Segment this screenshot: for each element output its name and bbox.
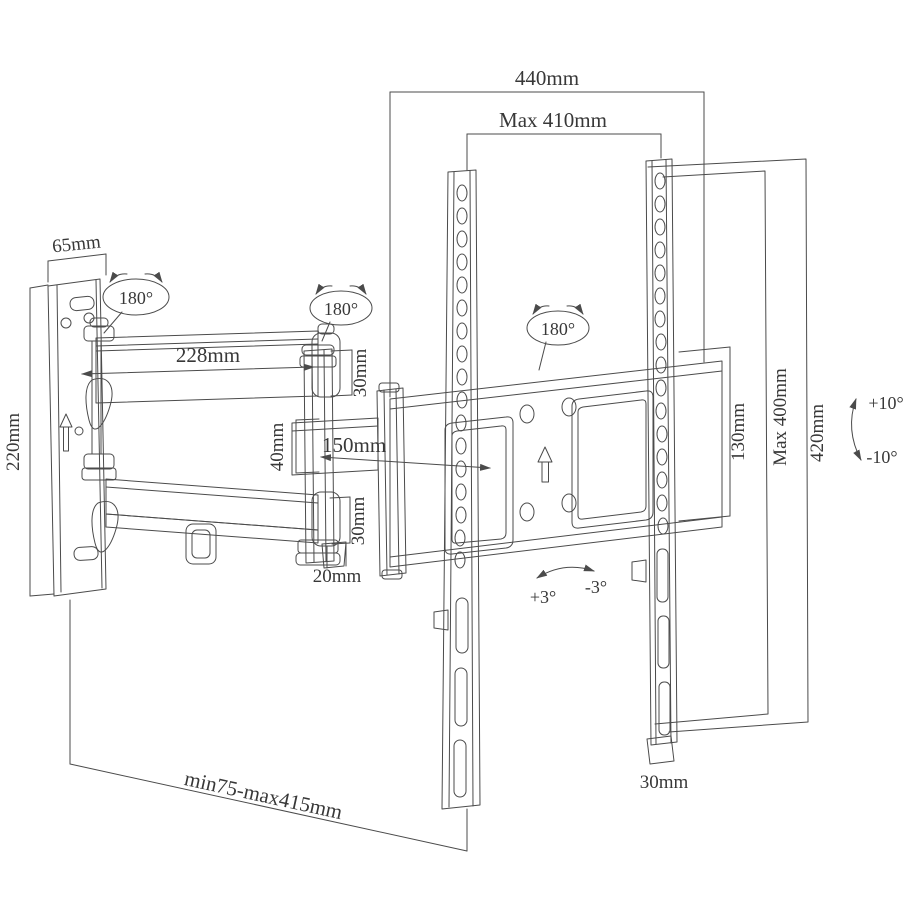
dim-wall-plate-height-lines	[29, 284, 55, 597]
dim-max-vesa-width-lines	[466, 133, 662, 171]
dim-wall-plate-height: 220mm	[3, 413, 24, 471]
cable-clip-hook	[185, 523, 217, 565]
label-swivel-plate: 180°	[541, 319, 575, 339]
dim-upper-arm-end-height: 30mm	[350, 349, 371, 398]
dim-extension-length: 150mm	[322, 433, 386, 457]
keyhole-cutout-upper	[85, 378, 113, 430]
plate-hole	[561, 397, 577, 417]
dim-rail-height-box	[647, 158, 809, 733]
swivel-annotations: 180° 180° 180°	[102, 271, 590, 371]
plate-hole	[519, 502, 535, 522]
right-tv-rail	[631, 158, 678, 765]
dim-lower-arm-end-height: 30mm	[348, 497, 369, 546]
left-rail-holes	[454, 184, 468, 569]
dim-wall-plate-width-lines	[47, 253, 107, 283]
tv-bracket-edge	[376, 382, 407, 580]
dim-extension-range: min75-max415mm	[182, 766, 344, 824]
dim-link-height: 40mm	[267, 423, 288, 472]
dim-arm-length-line	[81, 363, 315, 378]
dim-overall-width-lines	[389, 91, 705, 398]
dim-arm-length: 228mm	[176, 343, 240, 367]
swivel-wall-annotation	[102, 271, 170, 334]
hinge-cap-top	[89, 317, 109, 328]
dim-max-vesa-height: Max 400mm	[770, 368, 791, 466]
dim-rail-bottom-width: 30mm	[640, 772, 689, 793]
dim-foot-width-lines	[326, 543, 347, 569]
label-level-minus: -3°	[585, 577, 607, 597]
left-rail-slot	[454, 667, 468, 727]
dim-max-vesa-height-box	[654, 170, 769, 725]
label-swivel-wall: 180°	[119, 288, 153, 308]
keyhole-cutout-lower	[91, 501, 119, 553]
rail-bottom-tab	[646, 735, 675, 765]
right-rail-hook	[631, 559, 647, 583]
label-tilt-down: -10°	[866, 447, 897, 467]
up-arrow-wall-plate	[59, 413, 73, 452]
wall-plate	[47, 278, 119, 597]
up-arrow-plate	[537, 446, 553, 483]
lower-arm	[105, 478, 347, 569]
plate-hole	[519, 404, 535, 424]
wall-slot-top	[69, 295, 95, 312]
right-rail-holes	[654, 172, 669, 535]
dim-lower-arm-end-lines	[329, 496, 351, 545]
swivel-plate-annotation	[526, 303, 590, 371]
level-adjust-arc	[536, 564, 595, 579]
plate-hole	[561, 493, 577, 513]
tilt-arc	[849, 398, 862, 461]
left-rail-hook	[433, 609, 449, 631]
swivel-arm-annotation	[309, 283, 373, 342]
hinge-cap-bottom	[83, 453, 115, 470]
dim-extension-range-lines	[69, 599, 468, 852]
left-rail-slot	[453, 739, 467, 798]
right-rail-slot	[656, 548, 669, 603]
wall-hole-left	[60, 317, 72, 329]
upper-arm	[95, 323, 341, 404]
dimension-annotations: 440mm Max 410mm 65mm 220mm 228mm	[3, 66, 904, 852]
wall-slot-bottom	[73, 546, 99, 561]
dim-overall-width: 440mm	[515, 66, 579, 90]
dim-extension-length-line	[320, 454, 491, 471]
label-level-plus: +3°	[530, 587, 556, 607]
dim-rail-height: 420mm	[807, 404, 828, 462]
label-tilt-up: +10°	[868, 393, 903, 413]
right-rail-slot	[657, 615, 670, 669]
label-swivel-arm: 180°	[324, 299, 358, 319]
dim-wall-plate-width: 65mm	[51, 232, 102, 258]
main-plate	[389, 360, 723, 568]
right-rail-slot	[658, 681, 671, 736]
dim-foot-width: 20mm	[313, 566, 362, 587]
dim-upper-arm-end-lines	[330, 349, 353, 397]
left-tv-rail	[433, 169, 481, 810]
plate-cutout-left	[444, 416, 514, 555]
dim-link-height-lines	[295, 418, 320, 474]
dim-bracket-opening-height: 130mm	[728, 403, 749, 461]
dim-max-vesa-width: Max 410mm	[499, 108, 607, 132]
plate-cutout-right	[571, 390, 654, 529]
left-rail-slot	[455, 597, 469, 654]
dim-bracket-opening-lines	[678, 346, 731, 522]
